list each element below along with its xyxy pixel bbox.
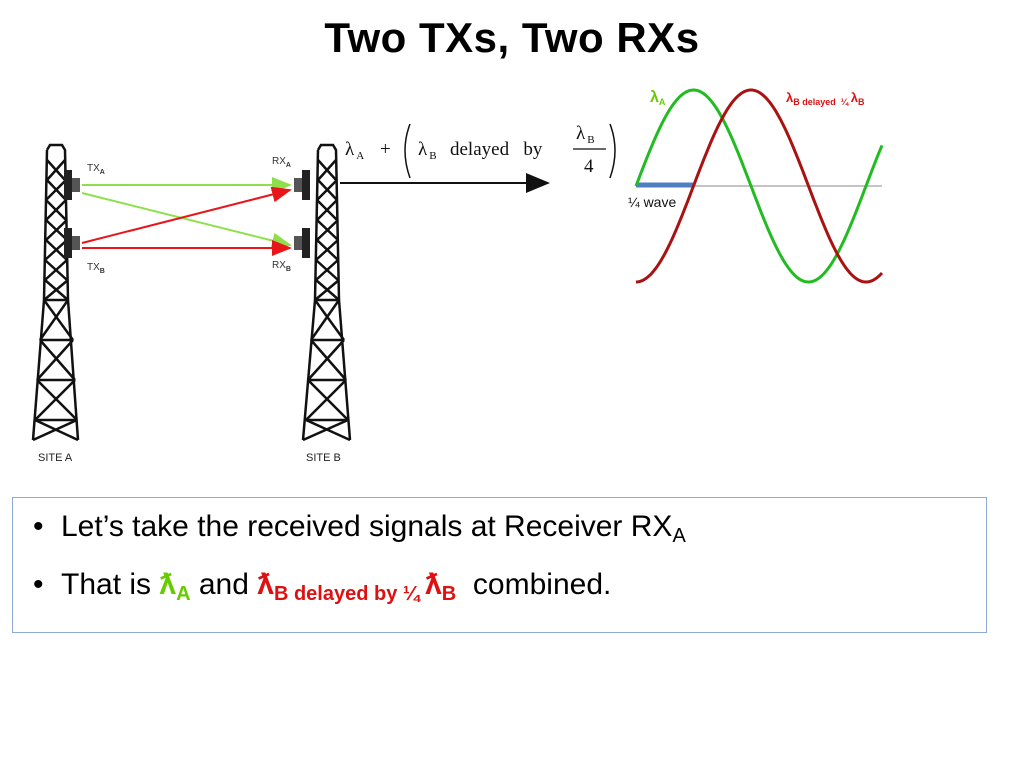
path-txb-rxa [81, 186, 292, 244]
svg-text:λB: λB [576, 123, 595, 146]
bullet-1-sub: A [672, 525, 686, 547]
rx-b-label: RXB [272, 260, 291, 273]
bullet-2-and: and [190, 568, 258, 601]
bullet-dot: • [33, 568, 44, 601]
wave-lambda-b [635, 88, 884, 284]
svg-text:λA: λA [345, 139, 364, 162]
tx-a-label: TXA [87, 163, 105, 176]
bullet-dot: • [33, 510, 44, 543]
svg-text:λB: λB [418, 139, 437, 162]
bullet-box: • Let’s take the received signals at Rece… [12, 497, 987, 633]
rx-a-antenna [294, 170, 310, 200]
wave-b-label: λB delayed ¼ λB [786, 90, 865, 107]
bullet-item-1: • Let’s take the received signals at Rece… [33, 510, 686, 548]
rx-b-antenna [294, 228, 310, 258]
waveform-plot: λA λB delayed ¼ λB ¼ wave [628, 88, 884, 284]
svg-text:+: + [380, 139, 391, 160]
quarter-wave-label: ¼ wave [628, 194, 676, 210]
svg-text:delayed by: delayed by [450, 139, 543, 160]
slide-title: Two TXs, Two RXs [324, 14, 700, 61]
bullet-item-2: • That is ƛA and ƛB delayed by ¼ ƛB combi… [33, 568, 611, 606]
tower-site-a [31, 143, 80, 442]
bullet-2-suffix: combined. [456, 568, 612, 601]
wave-lambda-a [634, 88, 884, 284]
site-b-label: SITE B [306, 452, 341, 464]
wave-a-label: λA [650, 89, 666, 107]
tx-b-antenna [64, 228, 80, 258]
path-txa-rxb [81, 192, 292, 249]
tx-a-antenna [64, 170, 80, 200]
tower-site-b [301, 143, 352, 442]
svg-text:4: 4 [584, 156, 594, 177]
tx-b-label: TXB [87, 262, 105, 275]
site-a-label: SITE A [38, 452, 73, 464]
bullet-2-prefix: That is [61, 568, 160, 601]
rx-a-label: RXA [272, 156, 291, 169]
lambda-b-delayed-symbol: ƛB delayed by ¼ ƛB [257, 568, 457, 605]
lambda-a-symbol: ƛA [159, 568, 191, 605]
bullet-1-text: Let’s take the received signals at Recei… [61, 510, 673, 543]
